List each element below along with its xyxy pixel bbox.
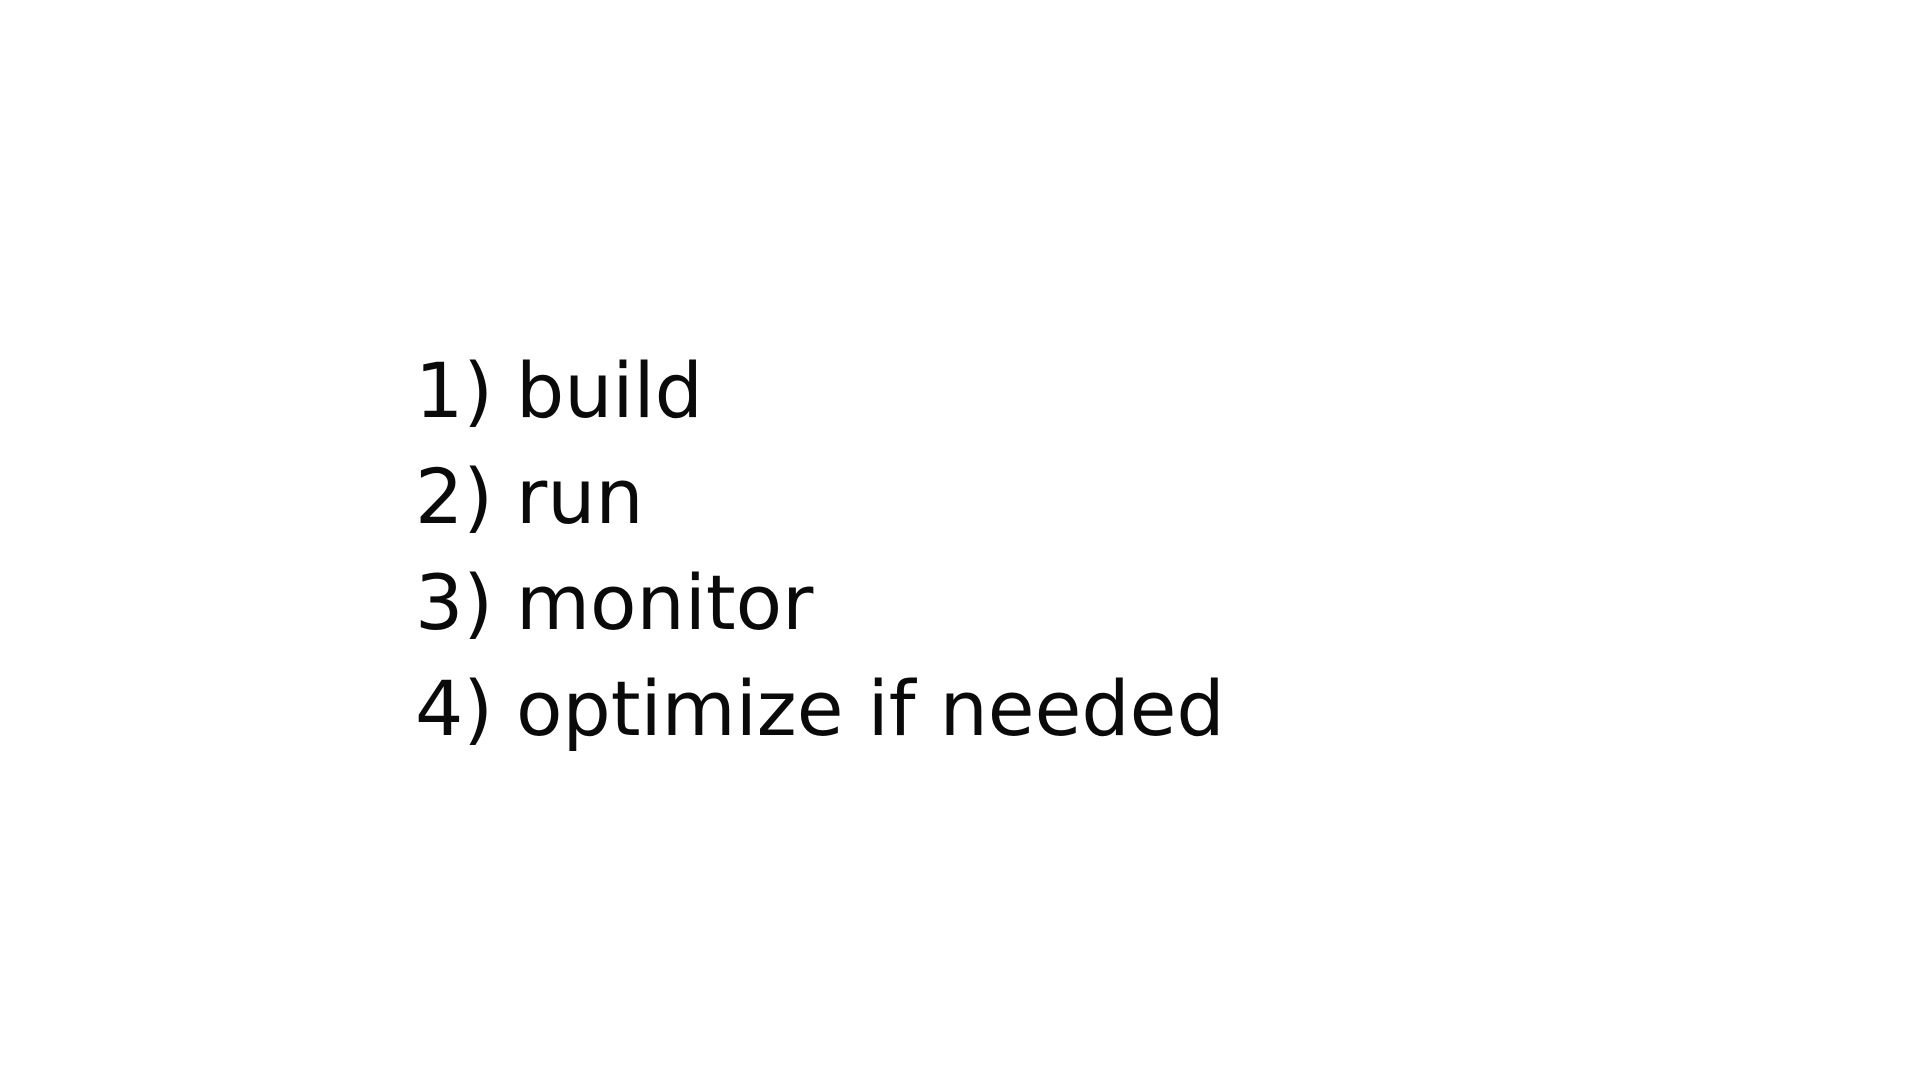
step-number: 3)	[415, 558, 494, 647]
step-item-run: 2)run	[415, 444, 1225, 550]
step-list: 1)build 2)run 3)monitor 4)optimize if ne…	[415, 338, 1225, 762]
step-number: 4)	[415, 664, 494, 753]
step-number: 2)	[415, 452, 494, 541]
step-text: optimize if needed	[516, 664, 1225, 753]
step-text: monitor	[516, 558, 814, 647]
step-item-optimize: 4)optimize if needed	[415, 656, 1225, 762]
step-number: 1)	[415, 346, 494, 435]
step-item-build: 1)build	[415, 338, 1225, 444]
step-text: run	[516, 452, 644, 541]
step-text: build	[516, 346, 703, 435]
step-item-monitor: 3)monitor	[415, 550, 1225, 656]
